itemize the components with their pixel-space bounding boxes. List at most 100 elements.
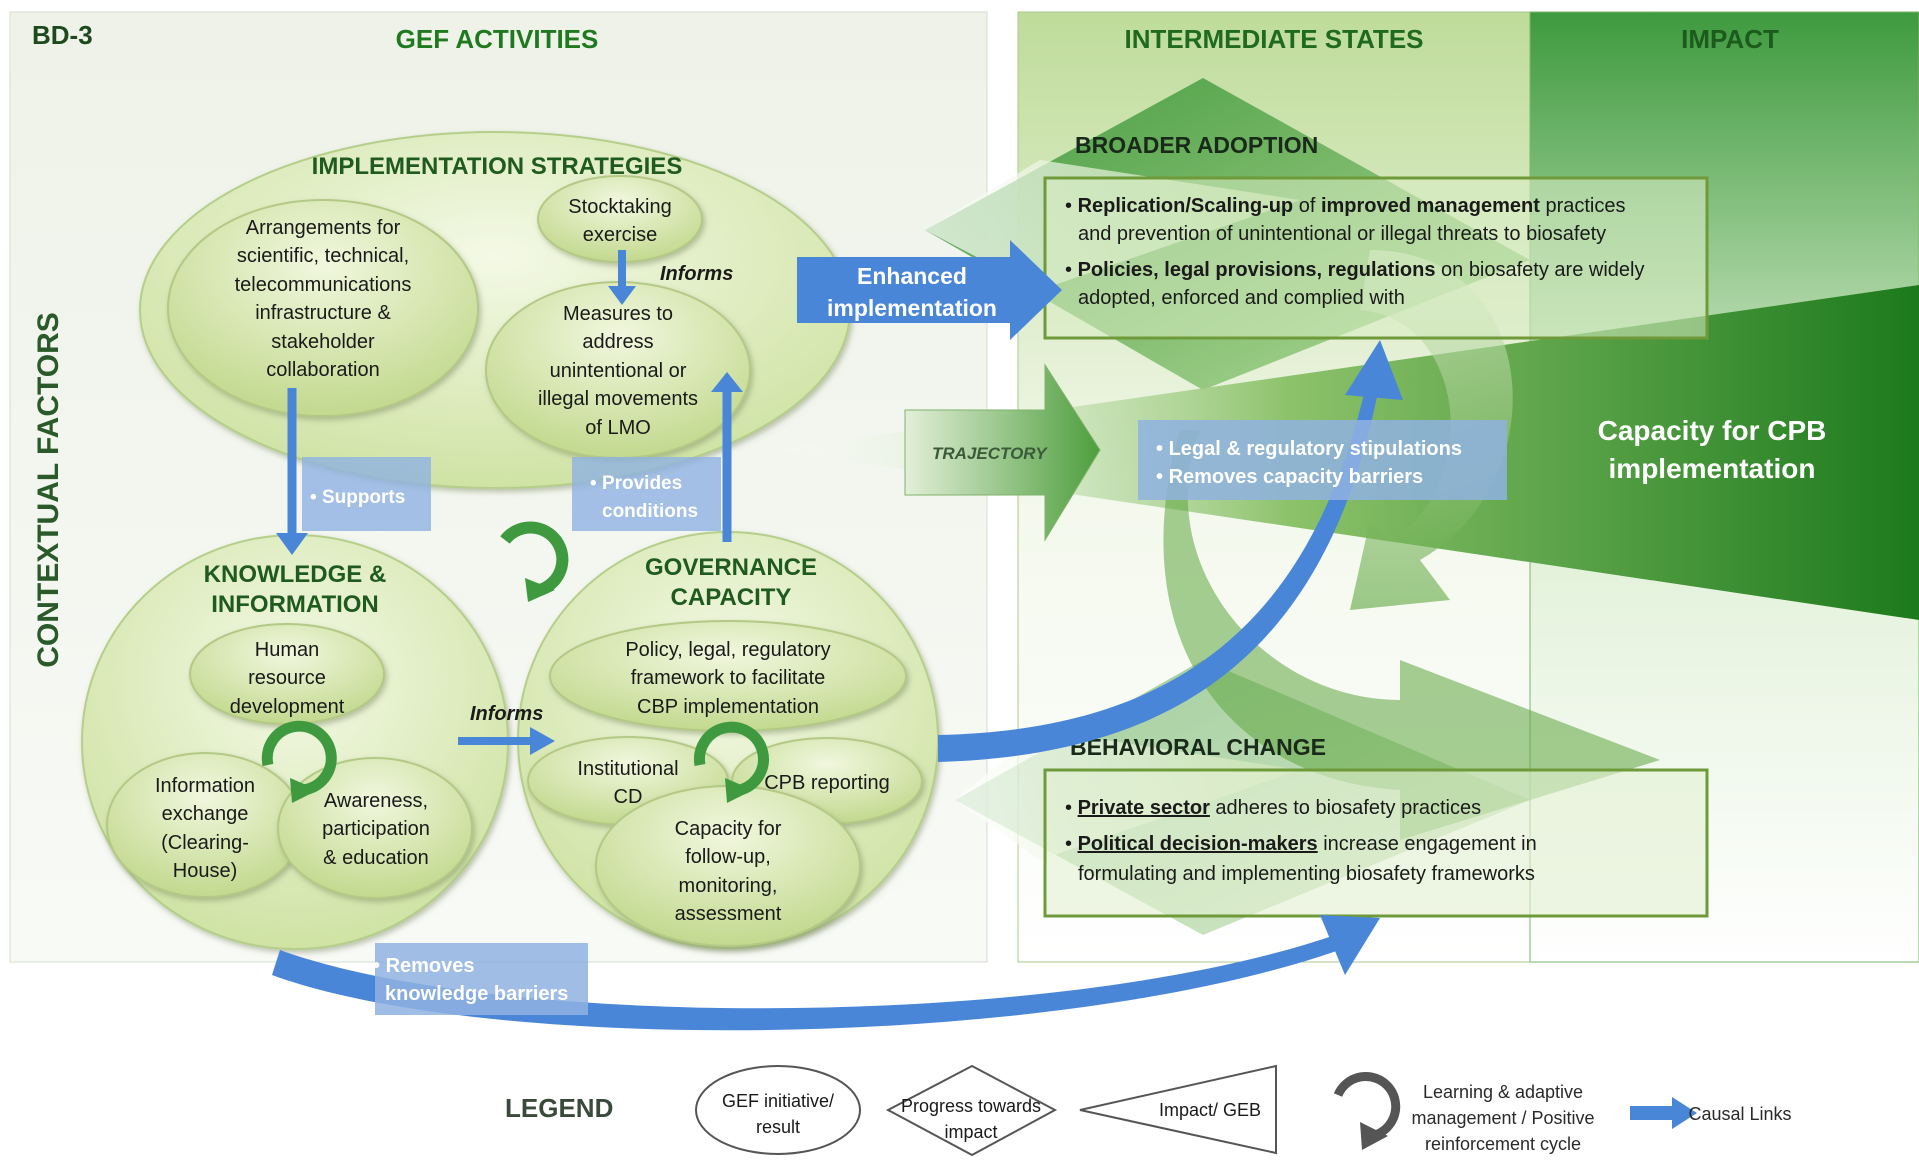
svg-text:address: address — [582, 331, 653, 353]
stocktaking-line-1: Stocktaking — [568, 196, 671, 218]
behavioral-change-item-2-cont: formulating and implementing biosafety f… — [1078, 863, 1535, 885]
svg-text:(Clearing-: (Clearing- — [161, 832, 249, 854]
svg-text:of LMO: of LMO — [585, 417, 651, 439]
governance-to-adoption-curve — [938, 390, 1378, 762]
provides-conditions-label-box — [572, 457, 721, 531]
legend-gef-initiative-1: GEF initiative/ — [722, 1091, 834, 1111]
legend-learning-2: management / Positive — [1411, 1108, 1594, 1128]
knowledge-title-1: KNOWLEDGE & — [204, 561, 387, 588]
svg-text:participation: participation — [322, 818, 430, 840]
broader-adoption-item-1-cont: and prevention of unintentional or illeg… — [1078, 223, 1606, 245]
provides-conditions-label-1: • Provides — [590, 473, 682, 494]
svg-text:infrastructure &: infrastructure & — [255, 302, 391, 324]
arrangements-ellipse — [167, 199, 479, 417]
svg-text:telecommunications: telecommunications — [235, 274, 412, 296]
svg-text:development: development — [230, 696, 345, 718]
impact-text-line-2: implementation — [1609, 453, 1816, 484]
policy-framework-text: Policy, legal, regulatory framework to f… — [625, 639, 830, 718]
svg-text:scientific, technical,: scientific, technical, — [237, 245, 409, 267]
stocktaking-ellipse — [537, 175, 703, 263]
svg-text:Arrangements for: Arrangements for — [246, 217, 401, 239]
enhanced-implementation-line-2: implementation — [827, 295, 997, 321]
informs-arrow-head — [530, 727, 555, 755]
svg-text:Information: Information — [155, 775, 255, 797]
legend-progress-1: Progress towards — [901, 1096, 1041, 1116]
legend-impact-geb: Impact/ GEB — [1159, 1100, 1261, 1120]
arrangements-text: Arrangements for scientific, technical, … — [235, 217, 412, 381]
svg-text:illegal movements: illegal movements — [538, 388, 698, 410]
behavioral-change-item-2: • Political decision-makers increase eng… — [1065, 833, 1537, 855]
svg-text:Policy, legal, regulatory: Policy, legal, regulatory — [625, 639, 830, 661]
legend-ellipse-icon — [695, 1065, 861, 1155]
header-intermediate-states: INTERMEDIATE STATES — [1125, 24, 1424, 54]
large-cycle-arrow — [1163, 430, 1660, 840]
svg-text:assessment: assessment — [675, 903, 782, 925]
svg-text:Capacity for: Capacity for — [675, 818, 782, 840]
svg-text:Human: Human — [255, 639, 319, 661]
legend-diamond-icon — [885, 1064, 1058, 1157]
enhanced-implementation-line-1: Enhanced — [857, 263, 967, 289]
legend-label: LEGEND — [505, 1093, 613, 1123]
svg-text:stakeholder: stakeholder — [271, 331, 375, 353]
knowledge-title-2: INFORMATION — [211, 591, 379, 618]
svg-text:Awareness,: Awareness, — [324, 790, 428, 812]
supports-arrow-head — [276, 533, 308, 555]
svg-text:monitoring,: monitoring, — [679, 875, 778, 897]
human-resource-text: Human resource development — [230, 639, 345, 718]
impact-text-line-1: Capacity for CPB — [1598, 415, 1827, 446]
governance-to-adoption-head — [1345, 340, 1403, 400]
legend-progress-2: impact — [944, 1122, 997, 1142]
enhanced-implementation-arrow — [797, 240, 1062, 340]
svg-text:House): House) — [173, 860, 237, 882]
diagram-id: BD-3 — [32, 20, 93, 50]
svg-text:follow-up,: follow-up, — [685, 846, 771, 868]
svg-text:unintentional or: unintentional or — [550, 360, 687, 382]
legend-causal-links: Causal Links — [1688, 1104, 1791, 1124]
legend-gef-initiative-2: result — [756, 1117, 800, 1137]
behavioral-change-box — [1043, 768, 1709, 918]
header-impact: IMPACT — [1681, 24, 1779, 54]
provides-conditions-arrow-head — [711, 372, 743, 392]
trajectory-arrow — [904, 363, 1101, 542]
broader-adoption-item-2-cont: adopted, enforced and complied with — [1078, 287, 1405, 309]
broader-adoption-box — [1043, 176, 1709, 340]
informs-label-2: Informs — [470, 703, 543, 725]
contextual-factors-label: CONTEXTUAL FACTORS — [32, 312, 65, 668]
legend-cycle-icon — [1333, 1071, 1401, 1150]
svg-text:resource: resource — [248, 667, 326, 689]
removes-knowledge-line-1: • Removes — [373, 955, 475, 977]
removes-knowledge-line-2: knowledge barriers — [385, 983, 568, 1005]
behavioral-change-item-1: • Private sector adheres to biosafety pr… — [1065, 797, 1481, 819]
cycle-icon-knowledge — [261, 720, 337, 803]
governance-title-2: CAPACITY — [671, 584, 792, 611]
header-gef-activities: GEF ACTIVITIES — [396, 24, 599, 54]
stocktaking-arrow-head — [608, 286, 636, 305]
provides-conditions-label-2: conditions — [602, 501, 698, 522]
legend-causal-arrow-icon — [1630, 1097, 1697, 1129]
institutional-line-1: Institutional — [577, 758, 678, 780]
legend-learning-3: reinforcement cycle — [1425, 1134, 1581, 1154]
legal-regulatory-item-2: • Removes capacity barriers — [1156, 466, 1423, 488]
cycle-icon-governance — [693, 721, 769, 803]
governance-title-1: GOVERNANCE — [645, 554, 817, 581]
supports-label-box — [302, 457, 431, 531]
supports-label: • Supports — [310, 487, 405, 508]
broader-adoption-title: BROADER ADOPTION — [1075, 132, 1318, 158]
legal-regulatory-box — [1138, 420, 1507, 500]
legend-learning-1: Learning & adaptive — [1423, 1082, 1583, 1102]
svg-text:framework to facilitate: framework to facilitate — [631, 667, 826, 689]
large-cycle-top — [1350, 250, 1513, 610]
behavioral-change-title: BEHAVIORAL CHANGE — [1070, 734, 1326, 760]
trajectory-label: TRAJECTORY — [932, 444, 1048, 463]
broader-adoption-item-2: • Policies, legal provisions, regulation… — [1065, 259, 1644, 281]
svg-text:exchange: exchange — [162, 803, 249, 825]
information-exchange-text: Information exchange (Clearing- House) — [155, 775, 255, 882]
measures-text: Measures to address unintentional or ill… — [538, 303, 698, 439]
svg-text:& education: & education — [323, 847, 429, 869]
svg-text:collaboration: collaboration — [266, 359, 379, 381]
legend-triangle-icon — [1079, 1064, 1277, 1155]
awareness-text: Awareness, participation & education — [322, 790, 430, 869]
cycle-icon-center — [500, 521, 569, 602]
legal-regulatory-item-1: • Legal & regulatory stipulations — [1156, 438, 1462, 460]
